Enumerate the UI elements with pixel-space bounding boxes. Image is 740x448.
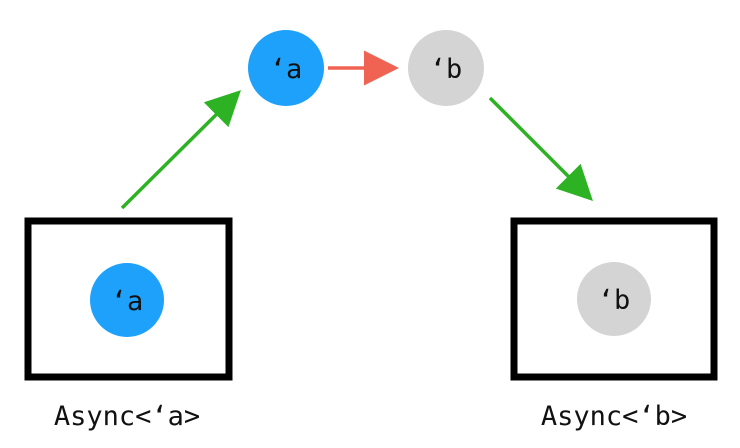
async-a-caption: Async<ʻa> [54,401,200,432]
wrap-arrow [488,96,593,201]
inner-a-label: ʻa [111,286,144,317]
top-a-label: ʻa [270,54,303,85]
async-a-box: ʻa [24,217,233,381]
unwrap-arrow [120,90,241,210]
async-a-box-border [24,217,233,381]
top-b-node [408,30,484,106]
top-a-node [248,30,324,106]
async-b-box-border [510,217,718,381]
async-b-caption: Async<ʻb> [541,401,687,432]
async-b-box: ʻb [510,217,718,381]
inner-b-node [577,262,651,336]
inner-b-label: ʻb [598,285,631,316]
top-b-label: ʻb [430,54,463,85]
inner-a-node [90,263,164,337]
